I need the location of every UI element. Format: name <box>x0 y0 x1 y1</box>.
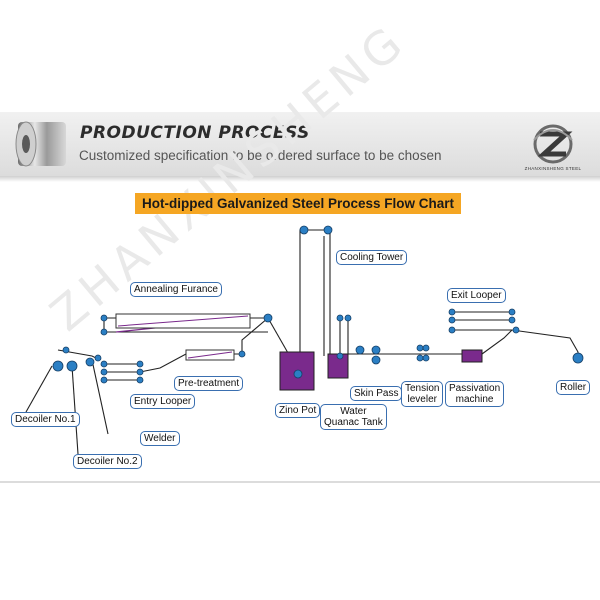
label-zinc-pot: Zino Pot <box>275 403 321 418</box>
roller-exit-1 <box>448 308 456 316</box>
steel-coil-icon <box>15 121 66 167</box>
page-title: PRODUCTION PROCESS <box>80 123 310 143</box>
label-roller: Roller <box>556 380 591 395</box>
roller-welder <box>85 357 95 367</box>
roller-decoiler-2 <box>66 360 78 372</box>
chart-frame <box>0 183 600 483</box>
roller-tension-1 <box>416 344 424 352</box>
exit-looper-lines <box>452 311 512 331</box>
roller-entry-b <box>94 354 102 362</box>
logo-caption: ZHANXINSHENG STEEL <box>524 166 582 171</box>
label-welder: Welder <box>140 431 180 446</box>
header-shadow <box>0 176 600 182</box>
strip-to-roller <box>511 329 579 362</box>
label-text: Zino Pot <box>279 405 317 416</box>
label-water-quench-tank: Water Quanac Tank <box>320 404 387 430</box>
roller-exit-5 <box>508 316 516 324</box>
furnace-inner-line <box>117 315 249 327</box>
roller-furnace-2 <box>100 328 108 336</box>
roller-tank <box>336 352 344 360</box>
roller-tower-4 <box>344 314 352 322</box>
label-text: Entry Looper <box>134 396 192 407</box>
label-decoiler-2: Decoiler No.2 <box>73 454 142 469</box>
roller-exit-3 <box>448 326 456 334</box>
label-text: Cooling Tower <box>340 252 404 263</box>
pretreatment-inner-line <box>187 351 233 359</box>
label-tension-leveler: Tension leveler <box>401 381 444 407</box>
label-text: Water <box>340 406 367 417</box>
roller-looper-6 <box>136 376 144 384</box>
strip-to-exit <box>481 329 513 355</box>
label-text: Tension <box>405 383 440 394</box>
label-text: Roller <box>560 382 587 393</box>
entry-looper-link <box>139 353 187 373</box>
label-entry-looper: Entry Looper <box>130 394 196 409</box>
strip-decoiler-1 <box>25 365 53 413</box>
label-text: Decoiler No.1 <box>15 414 76 425</box>
roller-entry-a <box>62 346 70 354</box>
roller-looper-4 <box>136 360 144 368</box>
label-annealing-furnace: Annealing Furance <box>130 282 222 297</box>
roller-looper-1 <box>100 360 108 368</box>
passivation-tank <box>461 349 483 363</box>
roller-looper-3 <box>100 376 108 384</box>
label-text: Decoiler No.2 <box>77 456 138 467</box>
roller-tower-1 <box>299 225 309 235</box>
roller-tower-3 <box>336 314 344 322</box>
roller-exit-2 <box>448 316 456 324</box>
entry-looper-lines <box>104 363 140 381</box>
roller-tension-2 <box>422 344 430 352</box>
label-text: Welder <box>144 433 176 444</box>
chart-title: Hot-dipped Galvanized Steel Process Flow… <box>135 193 461 214</box>
header-banner <box>0 112 600 176</box>
roller-furnace-3 <box>263 313 273 323</box>
company-logo-icon <box>533 124 573 164</box>
roller-skinpass-2 <box>371 345 381 355</box>
label-text: leveler <box>407 394 437 405</box>
label-text: Quanac Tank <box>324 417 383 428</box>
roller-skinpass-3 <box>371 355 381 365</box>
roller-final <box>572 352 584 364</box>
label-text: Passivation <box>449 383 501 394</box>
label-text: Exit Looper <box>451 290 502 301</box>
roller-pretreat <box>238 350 246 358</box>
page-subtitle: Customized specification to be ordered s… <box>79 148 442 163</box>
strip-decoiler-2 <box>71 365 79 455</box>
roller-looper-5 <box>136 368 144 376</box>
roller-tension-4 <box>422 354 430 362</box>
label-passivation-machine: Passivation machine <box>445 381 505 407</box>
strip-welder <box>91 359 109 435</box>
label-cooling-tower: Cooling Tower <box>336 250 408 265</box>
roller-decoiler-1 <box>52 360 64 372</box>
roller-tower-2 <box>323 225 333 235</box>
label-skin-pass: Skin Pass <box>350 386 403 401</box>
roller-skinpass-1 <box>355 345 365 355</box>
cooling-tower-up <box>299 229 331 374</box>
label-text: Annealing Furance <box>134 284 218 295</box>
label-decoiler-1: Decoiler No.1 <box>11 412 80 427</box>
label-text: Skin Pass <box>354 388 399 399</box>
roller-exit-4 <box>508 308 516 316</box>
roller-exit-6 <box>512 326 520 334</box>
label-text: machine <box>455 394 494 405</box>
roller-pot <box>293 369 303 379</box>
roller-looper-2 <box>100 368 108 376</box>
label-exit-looper: Exit Looper <box>447 288 506 303</box>
roller-furnace-1 <box>100 314 108 322</box>
label-text: Pre-treatment <box>178 378 240 389</box>
roller-tension-3 <box>416 354 424 362</box>
label-pre-treatment: Pre-treatment <box>174 376 244 391</box>
